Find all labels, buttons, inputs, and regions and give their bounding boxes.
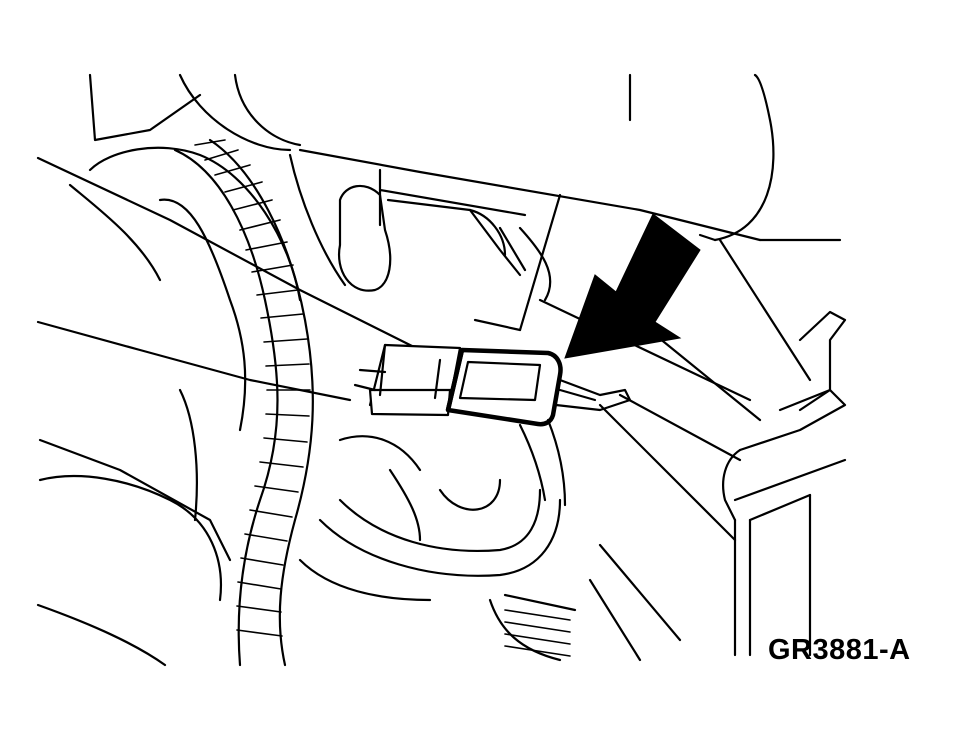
figure-code-label: GR3881-A xyxy=(768,634,911,666)
upper-clip xyxy=(288,153,527,292)
right-bracket xyxy=(598,310,847,657)
corrugated-loom xyxy=(173,138,314,667)
arrow-icon xyxy=(564,213,701,359)
electrical-connector xyxy=(353,343,632,507)
lower-harness xyxy=(298,435,682,662)
